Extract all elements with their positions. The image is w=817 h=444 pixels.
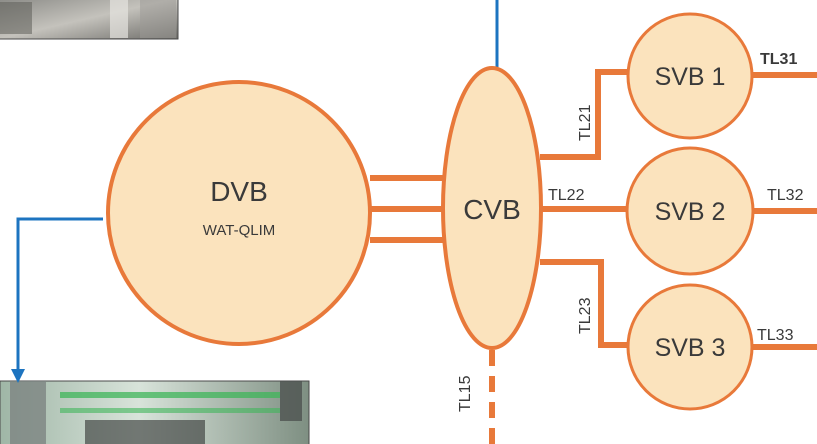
node-dvb-label: DVB xyxy=(210,176,268,207)
label-tl15: TL15 xyxy=(457,375,474,412)
node-svb1-label: SVB 1 xyxy=(655,63,726,91)
label-tl23: TL23 xyxy=(577,297,594,334)
photo-thumbnail-top xyxy=(0,0,178,39)
label-tl32: TL32 xyxy=(767,187,804,204)
label-tl21: TL21 xyxy=(577,104,594,141)
node-dvb: DVB WAT-QLIM xyxy=(108,82,370,344)
node-svb3-label: SVB 3 xyxy=(655,334,726,362)
node-cvb: CVB xyxy=(443,68,541,348)
node-svb3: SVB 3 xyxy=(628,285,752,409)
node-dvb-sublabel: WAT-QLIM xyxy=(203,222,276,239)
photo-thumbnail-bottom xyxy=(0,381,309,444)
node-svb2: SVB 2 xyxy=(627,148,753,274)
label-tl33: TL33 xyxy=(757,327,794,344)
node-cvb-label: CVB xyxy=(463,194,521,225)
node-svb1: SVB 1 xyxy=(628,14,752,138)
label-tl22: TL22 xyxy=(548,187,585,204)
label-tl31: TL31 xyxy=(760,51,797,68)
node-svb2-label: SVB 2 xyxy=(655,198,726,226)
